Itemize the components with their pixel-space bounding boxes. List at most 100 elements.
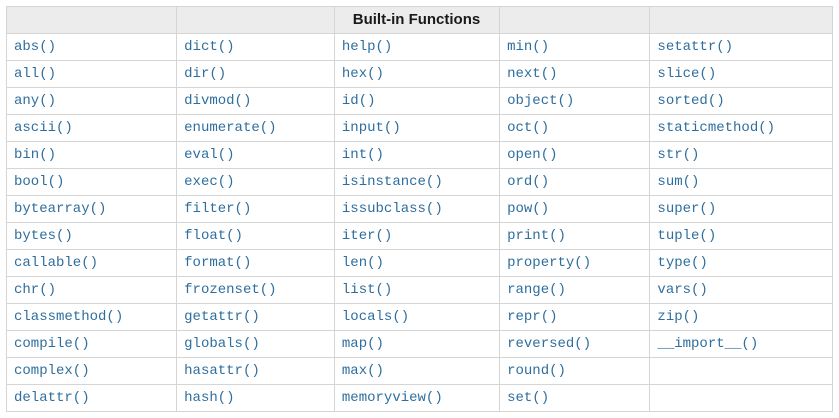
function-link[interactable]: any(): [14, 93, 57, 109]
function-cell: globals(): [176, 330, 335, 358]
table-row: bytearray() filter() issubclass() pow() supe…: [5, 195, 833, 223]
function-link[interactable]: compile(): [14, 336, 90, 352]
function-link[interactable]: id(): [341, 93, 376, 109]
table-header-cell: [5, 6, 178, 34]
function-cell: open(): [499, 141, 651, 169]
function-cell: bool(): [5, 168, 178, 196]
function-link[interactable]: object(): [507, 93, 575, 109]
function-link[interactable]: bool(): [14, 174, 65, 190]
function-link[interactable]: __import__(): [657, 336, 759, 352]
function-link[interactable]: open(): [507, 147, 558, 163]
function-link[interactable]: bytearray(): [14, 201, 107, 217]
function-link[interactable]: dict(): [184, 39, 235, 55]
function-link[interactable]: repr(): [507, 309, 558, 325]
function-cell: isinstance(): [333, 168, 501, 196]
function-link[interactable]: pow(): [507, 201, 550, 217]
function-cell: map(): [333, 330, 501, 358]
function-link[interactable]: callable(): [14, 255, 99, 271]
function-link[interactable]: str(): [657, 147, 700, 163]
function-link[interactable]: eval(): [184, 147, 235, 163]
function-link[interactable]: issubclass(): [341, 201, 443, 217]
function-cell: tuple(): [649, 222, 833, 250]
function-link[interactable]: len(): [341, 255, 384, 271]
function-link[interactable]: help(): [341, 39, 393, 55]
function-link[interactable]: input(): [341, 120, 401, 136]
function-link[interactable]: vars(): [657, 282, 708, 298]
table-row: callable() format() len() property() type(): [5, 249, 833, 277]
function-link[interactable]: complex(): [14, 363, 90, 379]
function-link[interactable]: type(): [657, 255, 708, 271]
function-link[interactable]: frozenset(): [184, 282, 277, 298]
function-cell: complex(): [5, 357, 178, 385]
function-link[interactable]: tuple(): [657, 228, 717, 244]
function-link[interactable]: zip(): [657, 309, 700, 325]
function-link[interactable]: all(): [14, 66, 57, 82]
function-cell: memoryview(): [333, 384, 501, 412]
function-link[interactable]: classmethod(): [14, 309, 124, 325]
function-link[interactable]: float(): [184, 228, 243, 244]
function-cell: ord(): [499, 168, 651, 196]
function-link[interactable]: int(): [341, 147, 384, 163]
function-link[interactable]: isinstance(): [341, 174, 443, 190]
function-link[interactable]: sum(): [657, 174, 700, 190]
function-link[interactable]: range(): [507, 282, 566, 298]
function-cell: divmod(): [176, 87, 335, 115]
function-link[interactable]: ascii(): [14, 120, 73, 136]
function-link[interactable]: bytes(): [14, 228, 73, 244]
function-cell: enumerate(): [176, 114, 335, 142]
table-row: any() divmod() id() object() sorted(): [5, 87, 833, 115]
function-cell: bytes(): [5, 222, 178, 250]
function-link[interactable]: reversed(): [507, 336, 592, 352]
function-link[interactable]: filter(): [184, 201, 252, 217]
function-link[interactable]: hash(): [184, 390, 235, 406]
function-link[interactable]: staticmethod(): [657, 120, 776, 136]
function-link[interactable]: setattr(): [657, 39, 734, 55]
function-link[interactable]: print(): [507, 228, 566, 244]
function-link[interactable]: exec(): [184, 174, 235, 190]
function-cell: set(): [499, 384, 651, 412]
function-link[interactable]: bin(): [14, 147, 57, 163]
function-cell: exec(): [176, 168, 335, 196]
function-link[interactable]: list(): [341, 282, 393, 298]
function-link[interactable]: format(): [184, 255, 252, 271]
function-cell: float(): [176, 222, 335, 250]
function-link[interactable]: min(): [507, 39, 550, 55]
function-link[interactable]: getattr(): [184, 309, 260, 325]
function-link[interactable]: globals(): [184, 336, 260, 352]
function-link[interactable]: enumerate(): [184, 120, 277, 136]
function-link[interactable]: next(): [507, 66, 558, 82]
table-row: chr() frozenset() list() range() vars(): [5, 276, 833, 304]
function-cell: input(): [333, 114, 501, 142]
function-cell: dict(): [176, 33, 335, 61]
function-link[interactable]: locals(): [341, 309, 410, 325]
function-link[interactable]: iter(): [341, 228, 393, 244]
function-link[interactable]: round(): [507, 363, 566, 379]
function-link[interactable]: super(): [657, 201, 717, 217]
function-link[interactable]: set(): [507, 390, 550, 406]
function-link[interactable]: abs(): [14, 39, 57, 55]
function-link[interactable]: hex(): [341, 66, 384, 82]
function-link[interactable]: max(): [341, 363, 384, 379]
function-link[interactable]: oct(): [507, 120, 550, 136]
function-link[interactable]: chr(): [14, 282, 57, 298]
function-cell: abs(): [5, 33, 178, 61]
function-link[interactable]: map(): [341, 336, 384, 352]
function-link[interactable]: delattr(): [14, 390, 90, 406]
table-header: Built-in Functions: [5, 6, 833, 34]
function-link[interactable]: divmod(): [184, 93, 252, 109]
function-cell: classmethod(): [5, 303, 178, 331]
function-link[interactable]: slice(): [657, 66, 717, 82]
function-link[interactable]: ord(): [507, 174, 550, 190]
function-link[interactable]: dir(): [184, 66, 227, 82]
function-link[interactable]: memoryview(): [341, 390, 443, 406]
function-cell: hex(): [333, 60, 501, 88]
function-link[interactable]: hasattr(): [184, 363, 260, 379]
function-cell: ascii(): [5, 114, 178, 142]
function-cell: eval(): [176, 141, 335, 169]
function-cell: reversed(): [499, 330, 651, 358]
function-link[interactable]: property(): [507, 255, 592, 271]
function-cell: all(): [5, 60, 178, 88]
function-link[interactable]: sorted(): [657, 93, 725, 109]
empty-cell: [649, 384, 833, 412]
function-cell: len(): [333, 249, 501, 277]
